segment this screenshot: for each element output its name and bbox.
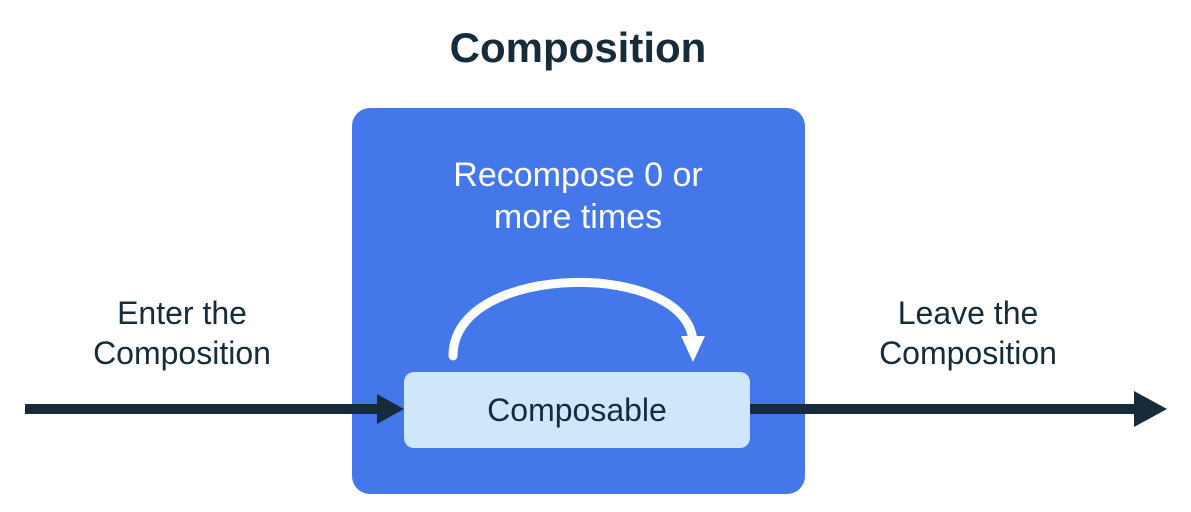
recompose-loop-arc-icon [448,277,698,361]
recompose-loop-arrowhead-icon [681,336,705,362]
enter-flow-arrowhead-icon [377,394,404,424]
leave-label-line1: Leave the [898,295,1039,331]
leave-flow-arrowhead-icon [1134,391,1167,427]
leave-label-line2: Composition [879,335,1057,371]
recompose-label-line2: more times [494,198,662,236]
composable-node-box [404,372,750,448]
recompose-label-line1: Recompose 0 or [453,156,702,194]
composable-node-label: Composable [487,392,667,428]
enter-label-line2: Composition [93,335,271,371]
enter-label-line1: Enter the [117,295,247,331]
diagram-title: Composition [450,24,707,71]
